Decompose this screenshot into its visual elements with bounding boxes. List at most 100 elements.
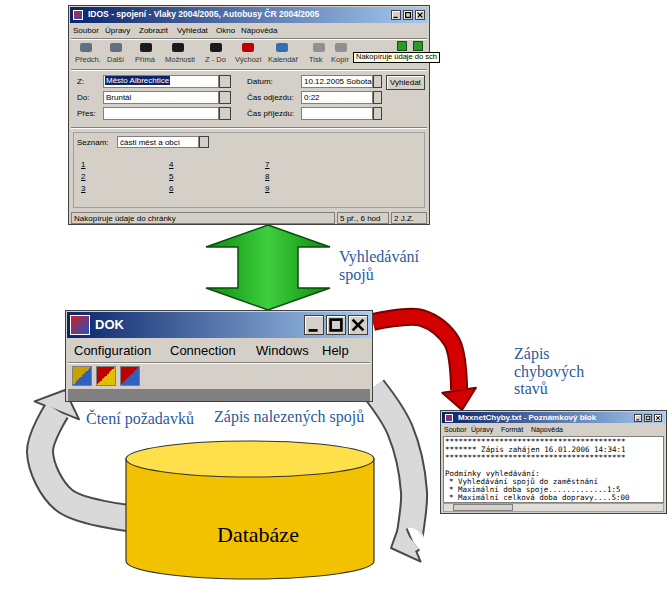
menu-item: Nápověda	[531, 426, 563, 434]
push-button: Vyhledat	[386, 75, 425, 90]
connector-label: Čtení požadavků	[84, 410, 196, 428]
app-window: DOKConfigurationConnectionWindowsHelp	[65, 310, 373, 402]
ui-text: Bruntál	[106, 93, 131, 102]
ui-text: 2 J.Z.	[394, 214, 414, 223]
ui-text: Z:	[77, 77, 84, 86]
toolbar-icon	[80, 43, 92, 52]
toolbar-label: Výchozí	[235, 56, 262, 65]
toolbar-icon	[140, 43, 152, 52]
arrow-band	[373, 317, 459, 390]
log-line: Podmínky vyhledávání:	[445, 470, 540, 478]
list-number: 8	[265, 172, 269, 181]
button-glyph	[635, 415, 641, 421]
list-number: 2	[81, 172, 85, 181]
dropdown-button	[199, 136, 209, 148]
input-field	[103, 107, 219, 120]
dropdown-button	[219, 107, 231, 120]
arrowhead	[442, 388, 476, 410]
spin-button	[373, 91, 382, 104]
ui-text: Datum:	[247, 77, 273, 86]
toolbar-label: Kopír	[331, 56, 349, 65]
app-window: IDOS - spojení - Vlaky 2004/2005, Autobu…	[68, 5, 430, 225]
button-glyph	[645, 415, 651, 421]
button-glyph	[404, 11, 412, 19]
window-title: IDOS - spojení - Vlaky 2004/2005, Autobu…	[88, 10, 319, 20]
database-cylinder: Databáze	[125, 440, 391, 580]
log-line: * Maximální doba spoje.............1:5	[449, 486, 621, 494]
window-button	[654, 414, 662, 422]
list-number: 5	[169, 172, 173, 181]
ui-text: 10.12.2005 Sobota	[304, 77, 372, 86]
cylinder-shape	[125, 440, 375, 580]
menu-item: Help	[322, 344, 349, 359]
toolbar-icon	[276, 43, 288, 52]
ui-text: Nakopíruje údaje do chránky	[74, 214, 176, 223]
list-number: 3	[81, 184, 85, 193]
log-line: * Maximální celková doba dopravy....5:00	[449, 494, 630, 502]
cycle-arrow	[373, 388, 421, 562]
spin-button	[373, 75, 382, 88]
ui-text: Přes:	[77, 109, 96, 118]
window-button	[634, 414, 642, 422]
connector-label: Zápis nalezených spojů	[212, 408, 366, 426]
button-glyph	[392, 11, 400, 19]
input-field	[301, 107, 373, 120]
button-glyph	[416, 11, 424, 19]
list-number: 6	[169, 184, 173, 193]
ui-text: Nápověda	[241, 26, 277, 35]
separator	[68, 362, 370, 364]
toolbar-label: Tisk	[309, 56, 322, 65]
toolbar-icon	[96, 366, 116, 386]
ui-text: Úpravy	[105, 26, 130, 35]
separator	[71, 69, 427, 71]
separator	[71, 127, 427, 129]
toolbar-label: Předch.	[75, 56, 101, 65]
scroll-thumb	[453, 504, 513, 511]
toolbar-icon	[120, 366, 140, 386]
window-button	[304, 315, 324, 335]
menu-item: Connection	[170, 344, 236, 359]
button-glyph	[305, 316, 323, 334]
spin-button	[373, 107, 382, 120]
menu-item: Formát	[501, 426, 523, 434]
ui-text: Čas odjezdu:	[247, 93, 294, 102]
list-number: 1	[81, 160, 85, 169]
app-icon	[445, 414, 453, 422]
window-title: DOK	[95, 318, 124, 333]
database-label: Databáze	[125, 522, 391, 547]
double-arrow	[206, 225, 330, 310]
ui-text: Okno	[216, 26, 235, 35]
window-button	[391, 10, 401, 20]
toolbar-icon	[335, 43, 347, 52]
window-button	[403, 10, 413, 20]
app-icon	[73, 10, 83, 20]
button-glyph	[349, 316, 367, 334]
toolbar-icon	[413, 41, 423, 51]
app-icon	[70, 315, 90, 335]
button-glyph	[655, 415, 661, 421]
arrow-band	[373, 388, 414, 540]
ui-text: Do:	[77, 93, 89, 102]
toolbar-icon	[72, 366, 92, 386]
toolbar-label: Kalendář	[268, 56, 298, 65]
ui-text: Soubor	[73, 26, 99, 35]
button-glyph	[327, 316, 345, 334]
ui-text: části měst a obcí	[120, 138, 180, 147]
toolbar-icon	[242, 43, 254, 52]
curved-arrow	[373, 317, 476, 410]
list-number: 9	[265, 184, 269, 193]
ui-text: Seznam:	[77, 138, 109, 147]
list-number: 7	[265, 160, 269, 169]
ui-text: 5 př., 6 hod	[340, 214, 380, 223]
arrow-shape	[206, 225, 330, 310]
toolbar-label: Přímá	[135, 56, 155, 65]
toolbar-icon	[210, 43, 222, 52]
toolbar-icon	[110, 43, 122, 52]
log-line: * Vyhledávání spojů do zaměstnání	[449, 478, 598, 486]
arrow-outline	[373, 388, 414, 540]
window-button	[348, 315, 368, 335]
ui-text: Čas příjezdu:	[247, 109, 294, 118]
menu-item: Configuration	[74, 344, 151, 359]
toolbar-icon	[397, 41, 407, 51]
